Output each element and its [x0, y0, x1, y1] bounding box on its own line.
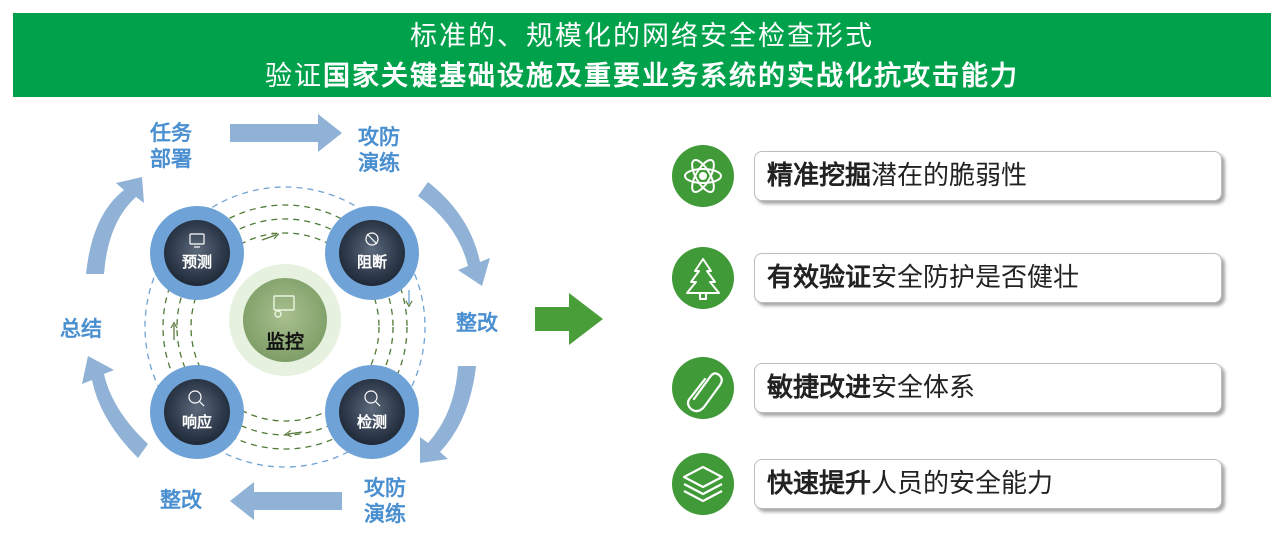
dashed-ring-outer: [144, 186, 426, 468]
label-rectify-right: 整改: [456, 311, 498, 335]
label-attack-drill-bottom: 攻防 演练: [364, 475, 406, 527]
arrow-left-lower: [82, 356, 148, 458]
node-block: [325, 206, 419, 300]
benefit-box-3: 敏捷改进安全体系: [754, 363, 1222, 413]
monitor-icon: [273, 295, 295, 318]
dashed-ring-4: [190, 232, 380, 422]
label-task-deploy: 任务 部署: [150, 120, 192, 172]
node-respond-label: 响应: [181, 413, 212, 431]
label-summary: 总结: [60, 317, 102, 341]
magnifier-icon: [188, 390, 205, 407]
benefit-normal-3: 安全体系: [871, 373, 976, 403]
ring-arrow-top: [261, 232, 280, 241]
scan-icon: [364, 390, 381, 407]
ring-arrow-bottom: [284, 430, 303, 438]
benefit-box-4: 快速提升人员的安全能力: [754, 459, 1222, 509]
banner-line2-bold: 国家关键基础设施及重要业务系统的实战化抗攻击能力: [323, 61, 1019, 92]
benefit-item-4: 快速提升人员的安全能力: [672, 451, 1232, 517]
paperclip-icon: [672, 357, 734, 419]
benefit-bold-3: 敏捷改进: [767, 373, 872, 403]
benefit-item-2: 有效验证安全防护是否健壮: [672, 245, 1232, 311]
benefit-bold-4: 快速提升: [767, 469, 872, 499]
tree-icon: [672, 247, 734, 309]
dashed-ring-2: [162, 204, 408, 450]
banner-line2-normal: 验证: [265, 61, 323, 92]
banner-line2: 验证国家关键基础设施及重要业务系统的实战化抗攻击能力: [13, 61, 1271, 93]
arrow-left-upper: [86, 177, 144, 274]
node-predict-label: 预测: [181, 253, 212, 271]
node-predict: [150, 206, 244, 300]
banner-line1: 标准的、规模化的网络安全检查形式: [410, 21, 874, 52]
node-detect: [325, 365, 419, 459]
benefit-bold-2: 有效验证: [767, 263, 872, 293]
inner-dashed-rings: [144, 186, 426, 468]
label-attack-drill-bottom-text: 攻防 演练: [364, 476, 406, 526]
arrow-bottom: [230, 482, 342, 520]
node-block-label: 阻断: [356, 253, 387, 271]
security-cycle-diagram: [82, 114, 490, 520]
header-banner: 标准的、规模化的网络安全检查形式 验证国家关键基础设施及重要业务系统的实战化抗攻…: [13, 13, 1271, 97]
benefit-normal-1: 潜在的脆弱性: [871, 161, 1028, 191]
layers-icon: [672, 453, 734, 515]
label-attack-drill-top-text: 攻防 演练: [358, 125, 400, 175]
benefit-box-1: 精准挖掘潜在的脆弱性: [754, 151, 1222, 201]
arrow-right-upper: [418, 182, 490, 286]
center-disc: [243, 278, 327, 362]
center-monitor-label: 监控: [265, 331, 304, 353]
screen-icon: [189, 233, 205, 248]
arrow-top: [230, 114, 342, 152]
benefit-normal-4: 人员的安全能力: [871, 469, 1054, 499]
atom-icon: [672, 145, 734, 207]
node-detect-label: 检测: [356, 413, 387, 431]
benefit-text-1: 精准挖掘潜在的脆弱性: [767, 160, 1027, 192]
center-monitor: [229, 264, 341, 376]
arrow-right-lower: [420, 366, 476, 463]
benefit-text-3: 敏捷改进安全体系: [767, 372, 975, 404]
outer-cycle-arrows: [82, 114, 490, 520]
label-task-deploy-text: 任务 部署: [150, 121, 192, 171]
benefit-text-4: 快速提升人员的安全能力: [767, 468, 1053, 500]
label-rectify-bottom: 整改: [160, 488, 202, 512]
benefit-item-1: 精准挖掘潜在的脆弱性: [672, 143, 1232, 209]
block-icon: [365, 232, 379, 246]
label-attack-drill-top: 攻防 演练: [358, 124, 400, 176]
benefit-box-2: 有效验证安全防护是否健壮: [754, 253, 1222, 303]
benefit-text-2: 有效验证安全防护是否健壮: [767, 262, 1079, 294]
benefit-bold-1: 精准挖掘: [767, 161, 872, 191]
node-respond: [150, 365, 244, 459]
right-arrow-icon: [535, 293, 603, 345]
benefit-item-3: 敏捷改进安全体系: [672, 355, 1232, 421]
benefit-normal-2: 安全防护是否健壮: [871, 263, 1080, 293]
